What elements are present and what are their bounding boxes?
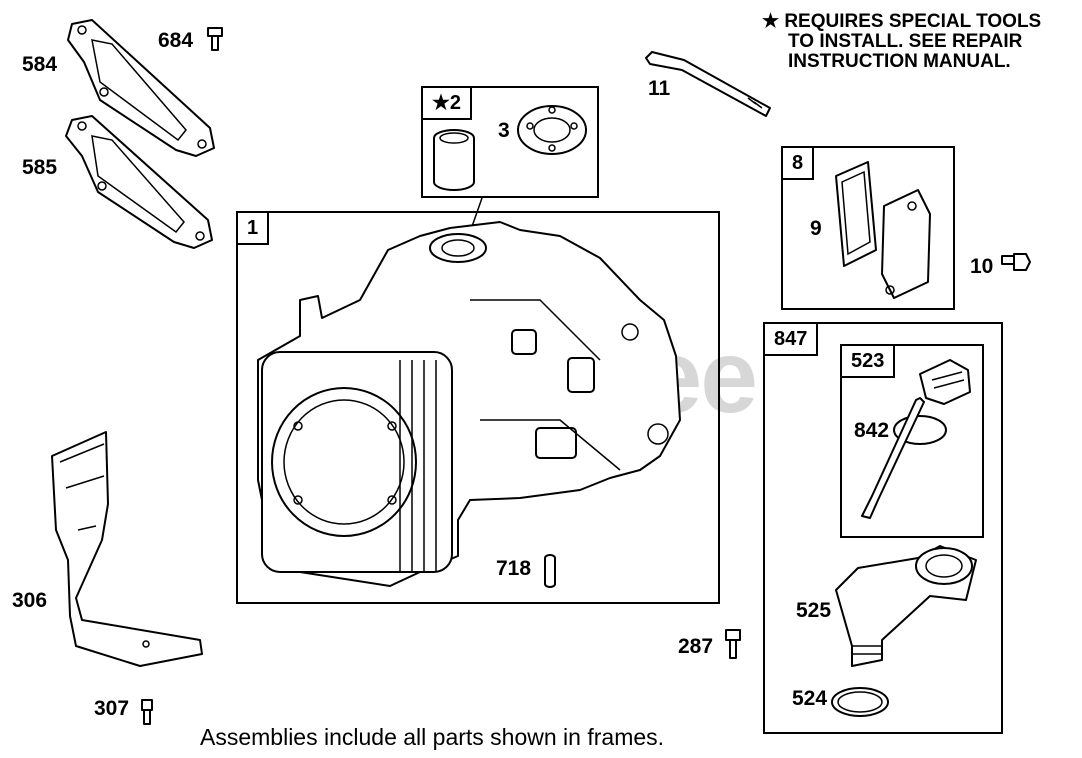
part-label-684[interactable]: 684: [158, 29, 194, 52]
part-label-525[interactable]: 525: [796, 599, 832, 622]
part-label-585[interactable]: 585: [22, 156, 58, 179]
seal-3-drawing: [517, 105, 587, 155]
tube-11-drawing: [645, 51, 771, 117]
part-label-11[interactable]: 11: [648, 77, 671, 100]
screw-287-drawing: [725, 629, 741, 659]
note-line-1: ★ REQUIRES SPECIAL TOOLS: [762, 11, 1042, 32]
frame-1-tag[interactable]: 1: [236, 211, 270, 245]
part-label-842[interactable]: 842: [854, 419, 890, 442]
breather-8-drawing: [835, 161, 931, 299]
part-label-718[interactable]: 718: [496, 557, 532, 580]
frame-2-tag[interactable]: ★2: [421, 86, 473, 120]
frame-8-tag[interactable]: 8: [781, 146, 815, 180]
part-label-10[interactable]: 10: [970, 255, 994, 278]
frame-847-tag[interactable]: 847: [763, 322, 819, 356]
frame-2: ★2: [421, 86, 599, 198]
special-tools-note: ★ REQUIRES SPECIAL TOOLS TO INSTALL. SEE…: [762, 12, 1041, 72]
part-label-524[interactable]: 524: [792, 687, 828, 710]
bushing-2-drawing: [433, 129, 475, 191]
gasket-584-drawing: [67, 19, 215, 157]
pin-718-drawing: [544, 554, 556, 588]
frame-8: 8: [781, 146, 955, 310]
frame-523-tag[interactable]: 523: [840, 344, 896, 378]
dipstick-523-drawing: [861, 359, 971, 519]
part-label-307[interactable]: 307: [94, 697, 130, 720]
screw-307-drawing: [141, 699, 153, 725]
frame-523: 523: [840, 344, 984, 538]
frame-847: 847: [763, 322, 1003, 734]
star-icon: ★: [762, 11, 780, 32]
o-ring-524-drawing: [831, 687, 889, 717]
gasket-585-drawing: [65, 115, 213, 249]
cylinder-block-drawing: [257, 221, 681, 587]
part-label-3[interactable]: 3: [498, 119, 510, 142]
assemblies-caption: Assemblies include all parts shown in fr…: [200, 724, 665, 750]
part-label-287[interactable]: 287: [678, 635, 714, 658]
part-label-9[interactable]: 9: [810, 217, 822, 240]
part-label-306[interactable]: 306: [12, 589, 48, 612]
filler-tube-525-drawing: [835, 545, 977, 667]
note-line-2: TO INSTALL. SEE REPAIR: [788, 31, 1023, 52]
frame-1: 1: [236, 211, 720, 604]
screw-10-drawing: [1001, 253, 1031, 271]
screw-684-drawing: [207, 27, 223, 51]
shield-306-drawing: [51, 431, 203, 667]
note-line-3: INSTRUCTION MANUAL.: [788, 51, 1011, 72]
part-label-584[interactable]: 584: [22, 53, 58, 76]
